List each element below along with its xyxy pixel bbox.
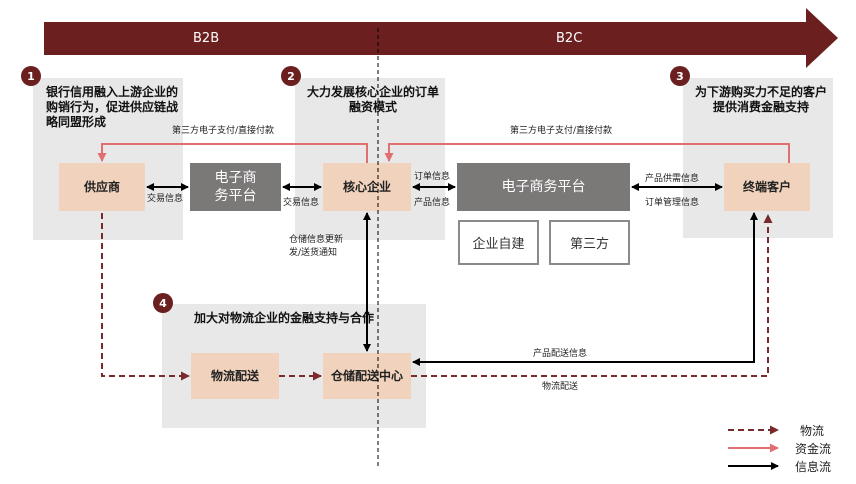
end-customer-node: 终端客户 bbox=[724, 163, 810, 211]
phase-b2b-label: B2B bbox=[193, 31, 220, 46]
panel-2-title: 大力发展核心企业的订单融资模式 bbox=[307, 85, 440, 114]
logistics-delivery-label: 物流配送 bbox=[542, 382, 579, 392]
info-customer-warehouse bbox=[412, 212, 758, 366]
order-info-label: 订单信息 bbox=[414, 172, 451, 182]
logistics-warehouse-to-customer bbox=[411, 214, 773, 377]
delivery-info-label: 产品配送信息 bbox=[533, 349, 588, 359]
order-mgmt-label: 订单管理信息 bbox=[645, 198, 700, 208]
funds-flow-core-to-supplier bbox=[97, 143, 368, 163]
product-demand-label: 产品供需信息 bbox=[645, 174, 700, 184]
panel-1-title: 银行信用融入上游企业的购销行为，促进供应链战略同盟形成 bbox=[46, 85, 179, 129]
trade-info-label-1: 交易信息 bbox=[147, 194, 184, 204]
pay-label-left: 第三方电子支付/直接付款 bbox=[172, 126, 275, 136]
trade-info-label-2: 交易信息 bbox=[283, 198, 320, 208]
panel-2-badge: 2 bbox=[281, 66, 301, 86]
ecommerce-platform-small: 电子商务平台 bbox=[190, 163, 281, 211]
legend-info-text: 信息流 bbox=[795, 460, 832, 474]
warehouse-center-node: 仓储配送中心 bbox=[323, 353, 411, 399]
pay-label-right: 第三方电子支付/直接付款 bbox=[510, 126, 613, 136]
panel-4-badge: 4 bbox=[153, 293, 173, 313]
core-enterprise-node: 核心企业 bbox=[323, 163, 411, 211]
funds-flow-customer-to-core bbox=[384, 143, 790, 163]
logistics-delivery-node: 物流配送 bbox=[191, 353, 279, 399]
warehouse-update-label: 仓储信息更新 发/送货通知 bbox=[289, 235, 344, 258]
product-info-label: 产品信息 bbox=[414, 198, 451, 208]
supplier-node: 供应商 bbox=[59, 163, 145, 211]
panel-4-title: 加大对物流企业的金融支持与合作 bbox=[194, 311, 375, 325]
logistics-supplier-to-delivery bbox=[101, 213, 190, 381]
panel-1 bbox=[33, 78, 183, 240]
legend-funds-text: 资金流 bbox=[795, 442, 832, 456]
panel-3-title: 为下游购买力不足的客户提供消费金融支持 bbox=[694, 85, 827, 114]
panel-3 bbox=[683, 78, 833, 238]
panel-3-badge: 3 bbox=[670, 66, 690, 86]
phase-b2c-label: B2C bbox=[556, 31, 583, 46]
ecommerce-platform-large: 电子商务平台 bbox=[457, 163, 630, 211]
legend-logistics-text: 物流 bbox=[800, 424, 825, 438]
panel-1-badge: 1 bbox=[21, 66, 41, 86]
